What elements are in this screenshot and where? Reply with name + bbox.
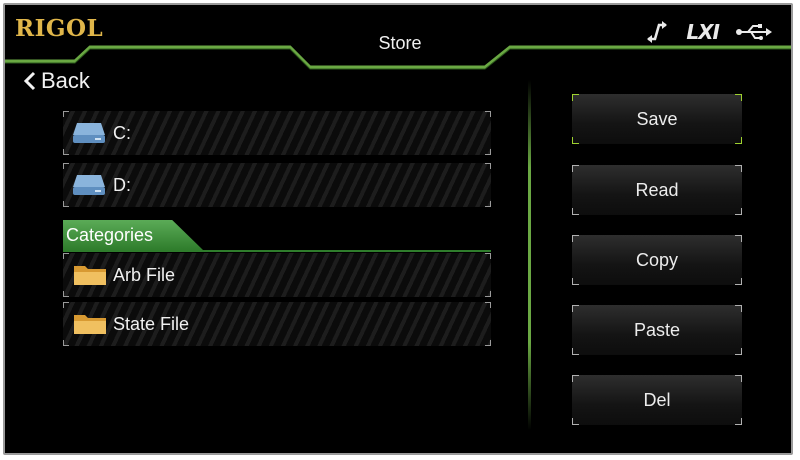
folder-icon <box>74 266 106 285</box>
drive-c-row[interactable]: C: <box>63 111 491 155</box>
save-button-label: Save <box>636 108 678 129</box>
category-item-arb-file[interactable]: Arb File <box>63 253 491 297</box>
category-label: Arb File <box>113 264 176 285</box>
copy-button-label: Copy <box>635 249 679 270</box>
status-icons: LXI <box>644 17 773 47</box>
back-label: Back <box>41 68 90 93</box>
page-title: Store <box>378 33 422 53</box>
paste-button-label: Paste <box>633 319 681 340</box>
drive-label: C: <box>113 122 131 143</box>
drive-label: D: <box>113 174 131 195</box>
panel-divider <box>528 80 531 430</box>
save-button[interactable]: Save <box>572 94 742 144</box>
copy-button[interactable]: Copy <box>572 235 742 285</box>
categories-tab: Categories <box>63 220 203 250</box>
del-button[interactable]: Del <box>572 375 742 425</box>
paste-button[interactable]: Paste <box>572 305 742 355</box>
category-item-state-file[interactable]: State File <box>63 302 491 346</box>
read-button[interactable]: Read <box>572 165 742 215</box>
brand-logo: RIGOL <box>15 15 104 42</box>
usb-icon <box>736 24 772 40</box>
categories-underline <box>63 250 491 252</box>
drive-d-row[interactable]: D: <box>63 163 491 207</box>
instrument-screen: RIGOL Store LXI Back C <box>3 3 793 455</box>
chevron-left-icon <box>23 71 36 91</box>
back-button[interactable]: Back <box>23 65 90 97</box>
drive-icon <box>73 175 105 195</box>
del-button-label: Del <box>643 389 671 410</box>
drive-icon <box>73 123 105 143</box>
lxi-icon: LXI <box>686 20 720 44</box>
category-label: State File <box>113 313 190 334</box>
folder-icon <box>74 315 106 334</box>
read-button-label: Read <box>635 179 679 200</box>
network-arrows-icon <box>647 21 668 43</box>
header-decoration <box>5 45 791 70</box>
